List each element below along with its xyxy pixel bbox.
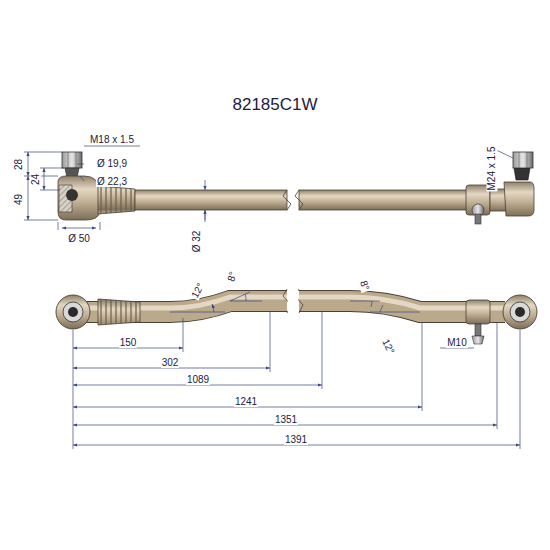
dimension-label: Ø 22,3 [96, 176, 128, 187]
dimension-label: 1241 [234, 396, 258, 407]
dimension-label: 12° [380, 336, 397, 356]
dimension-label: M10 [446, 337, 467, 348]
dimension-label: M18 x 1.5 [89, 134, 135, 145]
dimension-label: 8° [358, 278, 372, 292]
dimension-label: Ø 50 [67, 233, 91, 244]
top-view [24, 146, 534, 230]
dimension-label: 1391 [284, 434, 308, 445]
dimension-label: 28 [14, 157, 25, 170]
dimension-label: 24 [31, 172, 42, 185]
dimension-label: 12° [189, 280, 207, 300]
dimension-label: 8° [225, 269, 239, 283]
dimension-label: 1351 [274, 414, 298, 425]
side-view [56, 286, 537, 449]
part-number-title: 82185C1W [232, 95, 317, 114]
dimension-label: 1089 [186, 374, 210, 385]
dimension-label: Ø 19,9 [96, 158, 128, 169]
dimension-label: 49 [14, 192, 25, 205]
dimension-label: 302 [161, 357, 180, 368]
dimension-label: M24 x 1.5 [486, 145, 497, 191]
dimension-label: Ø 32 [192, 229, 203, 253]
dimension-label: 150 [119, 337, 138, 348]
